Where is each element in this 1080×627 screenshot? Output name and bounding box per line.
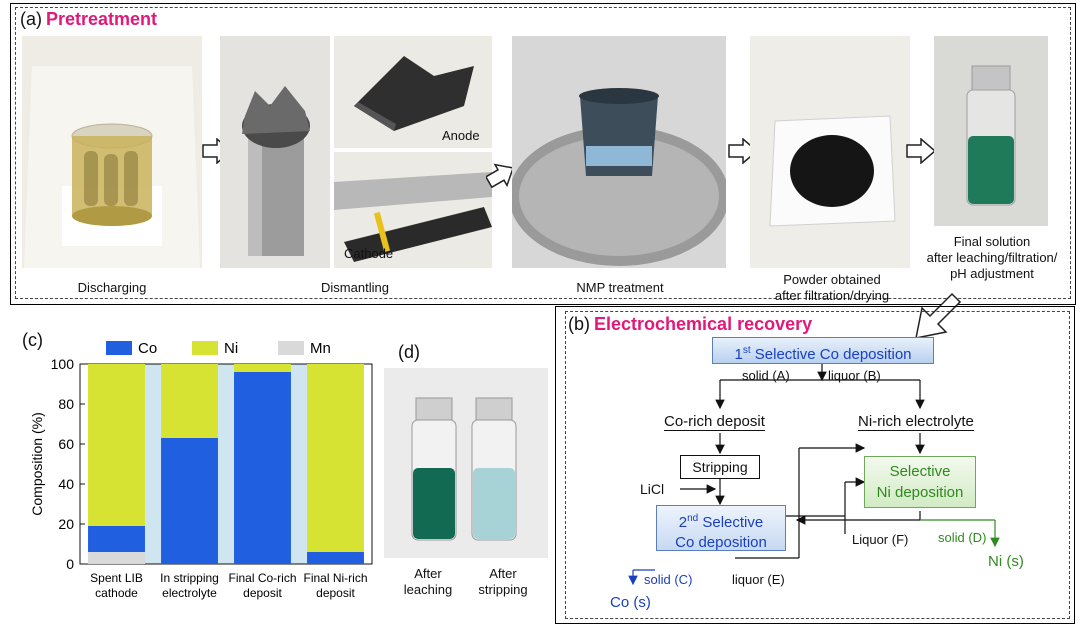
- panel-d-label: (d): [398, 342, 420, 362]
- liquor-f-label: Liquor (F): [852, 532, 909, 547]
- legend-label-mn: Mn: [310, 340, 331, 357]
- bar-co: [234, 372, 291, 564]
- legend-swatch-ni: [192, 341, 218, 355]
- legend-swatch-co: [106, 341, 132, 355]
- photo-powder: [750, 36, 910, 268]
- cathode-label: Cathode: [344, 246, 394, 261]
- bar-co: [88, 526, 145, 552]
- x-tick-label: Spent LIB: [90, 571, 143, 585]
- x-tick-label: cathode: [95, 586, 138, 600]
- first-co-deposition-box: 1st Selective Co deposition: [712, 337, 934, 364]
- bar-ni: [161, 364, 218, 438]
- x-tick-label: deposit: [243, 586, 282, 600]
- arrow-icon: [486, 163, 515, 189]
- ni-rich-electrolyte-label: Ni-rich electrolyte: [858, 413, 974, 431]
- caption-final-solution: Final solution after leaching/filtration…: [926, 234, 1058, 281]
- photo-dismantling-cell: [220, 36, 330, 268]
- panel-b-frame: [555, 306, 1075, 624]
- bar-gap: [290, 364, 308, 564]
- y-tick-label: 40: [58, 476, 74, 492]
- ni-solid-label: Ni (s): [988, 553, 1024, 570]
- y-tick-label: 0: [66, 556, 74, 572]
- panel-a-dashed-frame: [15, 7, 1071, 299]
- selective-ni-deposition-box: Selective Ni deposition: [864, 456, 976, 508]
- second-co-deposition-box: 2nd Selective Co deposition: [656, 505, 786, 551]
- panel-b-dashed-frame: [565, 311, 1070, 619]
- panel-c-label: (c): [22, 330, 43, 350]
- arrow-icon: [906, 138, 936, 164]
- anode-label: Anode: [442, 128, 480, 143]
- legend-swatch-mn: [278, 341, 304, 355]
- solid-c-label: solid (C): [644, 572, 693, 587]
- x-tick-label: deposit: [316, 586, 355, 600]
- liquor-b-label: liquor (B): [828, 368, 881, 383]
- bar-co: [161, 438, 218, 564]
- bar-co: [307, 552, 364, 564]
- legend-label-ni: Ni: [224, 340, 238, 357]
- licl-label: LiCl: [640, 481, 665, 497]
- bar-gap: [144, 364, 162, 564]
- arrow-down-left-icon: [915, 292, 962, 339]
- co-solid-label: Co (s): [610, 594, 651, 611]
- panel-b-title: Electrochemical recovery: [594, 314, 813, 334]
- caption-nmp: NMP treatment: [576, 280, 664, 295]
- bar-ni: [234, 364, 291, 372]
- panel-a-frame: [10, 3, 1076, 305]
- flow-connectors: [628, 363, 1000, 586]
- bar-mn: [88, 552, 145, 564]
- caption-dismantling: Dismantling: [321, 280, 389, 295]
- plot-frame: [79, 363, 373, 565]
- y-tick-label: 20: [58, 516, 74, 532]
- photo-discharging: [22, 36, 202, 268]
- x-tick-label: Final Co-rich: [228, 571, 296, 585]
- liquor-e-label: liquor (E): [732, 572, 785, 587]
- solid-d-label: solid (D): [938, 530, 987, 545]
- bar-ni: [307, 364, 364, 552]
- co-rich-deposit-label: Co-rich deposit: [664, 413, 765, 431]
- photo-final-solution: [934, 36, 1048, 226]
- caption-discharging: Discharging: [77, 280, 147, 295]
- caption-after-leaching: After leaching: [403, 566, 453, 597]
- stripping-box: Stripping: [680, 455, 760, 479]
- caption-powder: Powder obtained after filtration/drying: [774, 272, 890, 303]
- photo-anode: [334, 36, 492, 148]
- photo-vials: [384, 368, 548, 558]
- y-axis-label: Composition (%): [29, 412, 45, 515]
- photo-cathode: [334, 152, 492, 268]
- x-tick-label: In stripping: [160, 571, 219, 585]
- legend-label-co: Co: [138, 340, 157, 357]
- x-tick-label: Final Ni-rich: [303, 571, 367, 585]
- caption-after-stripping: After stripping: [478, 566, 528, 597]
- y-tick-label: 100: [51, 356, 75, 372]
- bar-gap: [217, 364, 235, 564]
- photo-nmp-treatment: [512, 36, 726, 268]
- y-tick-label: 80: [58, 396, 74, 412]
- x-tick-label: electrolyte: [162, 586, 217, 600]
- panel-b-label: (b): [568, 314, 590, 334]
- bar-ni: [88, 364, 145, 526]
- panel-a-title: Pretreatment: [46, 9, 158, 29]
- y-tick-label: 60: [58, 436, 74, 452]
- solid-a-label: solid (A): [742, 368, 790, 383]
- panel-a-label: (a): [20, 9, 42, 29]
